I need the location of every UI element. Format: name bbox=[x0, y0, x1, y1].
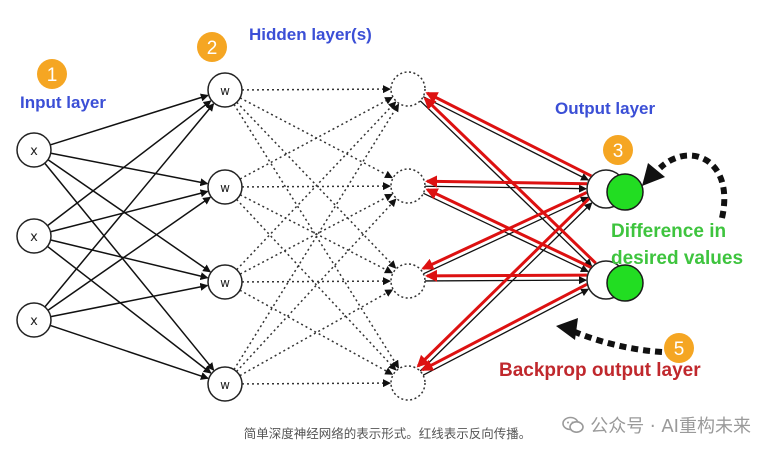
backprop-curved-arrow bbox=[573, 329, 663, 355]
backprop-connection bbox=[420, 283, 588, 372]
step-badge bbox=[197, 32, 227, 62]
wechat-icon bbox=[562, 416, 585, 433]
difference-curved-arrow-head bbox=[642, 163, 665, 186]
hidden-layer-label: Hidden layer(s) bbox=[249, 25, 372, 44]
hidden-node-dotted bbox=[390, 71, 426, 107]
backprop-label: Backprop output layer bbox=[499, 360, 701, 381]
input-to-hidden-connection bbox=[47, 189, 209, 234]
input-to-hidden-connection bbox=[47, 282, 209, 319]
input-to-hidden-connection bbox=[47, 151, 209, 187]
hidden-to-hidden-connection bbox=[239, 289, 394, 375]
hidden-to-hidden-connection bbox=[239, 193, 393, 275]
hidden-to-hidden-connection bbox=[236, 101, 397, 269]
output-difference-node bbox=[606, 264, 644, 302]
input-node bbox=[16, 132, 52, 168]
backprop-connection bbox=[425, 188, 592, 269]
curved-arrows bbox=[556, 152, 728, 355]
step-badge-number: 1 bbox=[47, 65, 58, 86]
step-badge bbox=[664, 333, 694, 363]
hidden-to-hidden-connection bbox=[236, 101, 397, 271]
input-layer-label: Input layer bbox=[20, 93, 106, 112]
output-difference-node bbox=[606, 173, 644, 211]
input-to-hidden-connection bbox=[44, 243, 212, 374]
backprop-connections bbox=[416, 91, 597, 372]
hidden-to-hidden-connection bbox=[239, 96, 394, 180]
hidden-node-dotted bbox=[390, 365, 426, 401]
step-badges: 1 2 3 5 bbox=[37, 32, 694, 363]
hidden-to-hidden-connection bbox=[241, 379, 392, 388]
difference-label-line2: desired values bbox=[611, 248, 743, 269]
input-node bbox=[16, 302, 52, 338]
input-node-label: x bbox=[30, 314, 38, 329]
backprop-connection bbox=[425, 91, 592, 178]
hidden-node bbox=[207, 72, 243, 108]
hidden-node bbox=[207, 169, 243, 205]
hidden-to-output-connection bbox=[423, 196, 589, 275]
step-badge bbox=[603, 135, 633, 165]
input-to-hidden-connection bbox=[45, 196, 212, 313]
input-node-label: x bbox=[30, 144, 38, 159]
hidden-node-label: w bbox=[220, 378, 230, 392]
hidden-to-output-connection bbox=[422, 96, 590, 181]
input-node bbox=[16, 218, 52, 254]
step-badge-number: 3 bbox=[613, 141, 624, 162]
input-to-hidden-connection bbox=[45, 157, 212, 273]
hidden-to-hidden-connection bbox=[235, 198, 397, 373]
hidden-to-output-connection bbox=[423, 192, 589, 273]
hidden-node-dotted bbox=[390, 168, 426, 204]
watermark: 公众号 · AI重构未来 bbox=[562, 412, 751, 438]
hidden-to-output-connection bbox=[424, 184, 588, 193]
figure-caption: 简单深度神经网络的表示形式。红线表示反向传播。 bbox=[243, 426, 532, 441]
backprop-curved-arrow-head bbox=[556, 318, 578, 340]
hidden-node-dotted bbox=[390, 263, 426, 299]
backprop-connection bbox=[423, 97, 597, 265]
hidden-to-output-connection bbox=[422, 288, 590, 376]
hidden-node bbox=[207, 366, 243, 402]
watermark-text: 公众号 · AI重构未来 bbox=[590, 416, 751, 437]
step-badge-number: 5 bbox=[674, 339, 685, 360]
hidden-to-hidden-connection bbox=[241, 277, 392, 286]
hidden-node-label: w bbox=[220, 181, 230, 195]
input-to-hidden-connection bbox=[47, 93, 209, 147]
hidden-node-label: w bbox=[220, 276, 230, 290]
input-to-hidden-connection bbox=[47, 323, 209, 380]
network-nodes: x x x w w w w bbox=[16, 71, 644, 402]
backprop-connection bbox=[424, 269, 587, 282]
hidden-to-hidden-connection bbox=[236, 198, 397, 371]
difference-label-line1: Difference in bbox=[611, 221, 726, 242]
hidden-to-hidden-connection bbox=[241, 85, 392, 94]
difference-curved-arrow bbox=[657, 152, 728, 219]
input-node-label: x bbox=[30, 230, 38, 245]
step-badge bbox=[37, 59, 67, 89]
backprop-connection bbox=[416, 197, 590, 368]
hidden-node bbox=[207, 264, 243, 300]
hidden-to-hidden-connection bbox=[239, 289, 394, 377]
hidden-connections bbox=[233, 85, 400, 388]
hidden-node-label: w bbox=[220, 84, 230, 98]
input-to-hidden-connection bbox=[44, 100, 212, 229]
backprop-connection bbox=[421, 191, 588, 270]
hidden-to-hidden-connection bbox=[233, 103, 400, 370]
input-to-hidden-connection bbox=[42, 160, 215, 371]
input-to-hidden-connection bbox=[42, 103, 215, 310]
step-badge-number: 2 bbox=[207, 38, 218, 59]
input-to-hidden-connection bbox=[47, 238, 209, 281]
output-layer-label: Output layer bbox=[555, 99, 656, 118]
backprop-connection bbox=[425, 175, 588, 188]
